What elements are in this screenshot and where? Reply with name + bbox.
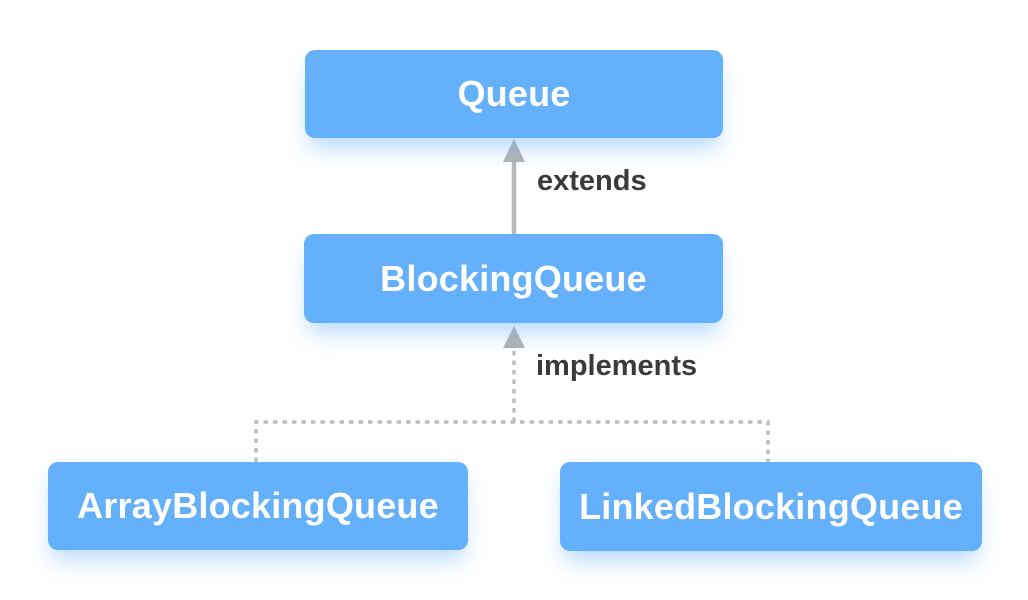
node-queue-label: Queue <box>457 73 571 114</box>
extends-arrowhead <box>503 139 525 162</box>
node-linked-blocking-queue: LinkedBlockingQueue <box>560 462 982 551</box>
edge-label-extends: extends <box>537 165 647 197</box>
node-queue: Queue <box>305 50 723 138</box>
node-linked-blocking-queue-label: LinkedBlockingQueue <box>579 485 963 527</box>
implements-branch-connector <box>254 420 770 462</box>
node-array-blocking-queue: ArrayBlockingQueue <box>48 462 468 550</box>
node-array-blocking-queue-label: ArrayBlockingQueue <box>77 485 439 526</box>
node-blocking-queue-label: BlockingQueue <box>380 257 647 299</box>
implements-arrowhead <box>503 326 525 348</box>
node-blocking-queue: BlockingQueue <box>304 234 723 323</box>
edge-label-implements: implements <box>536 350 698 382</box>
